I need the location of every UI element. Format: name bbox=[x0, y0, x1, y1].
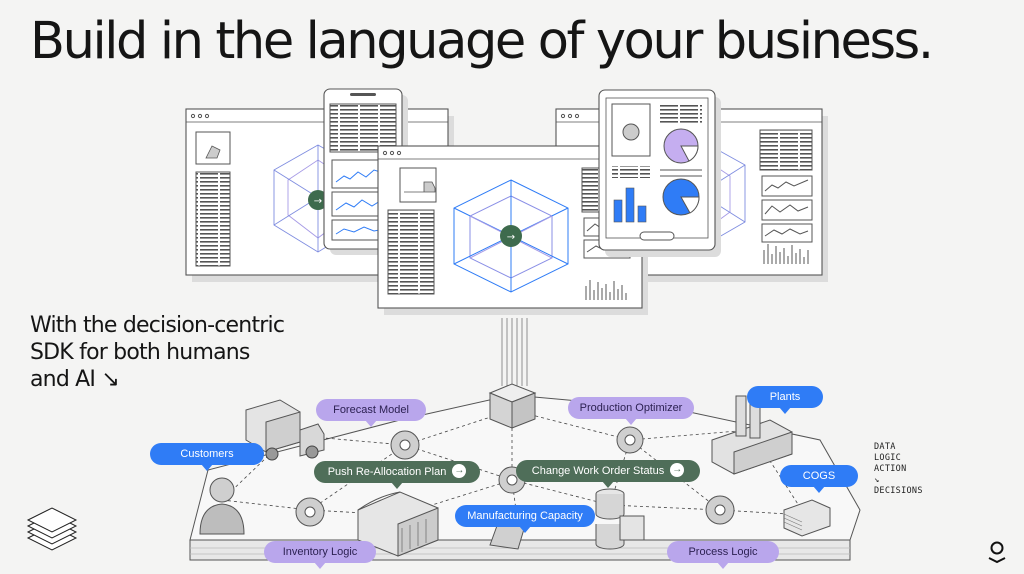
factory-plant-icon bbox=[711, 395, 793, 475]
legend: DATA LOGIC ACTION ↘ DECISIONS bbox=[874, 442, 923, 497]
arrow-right-icon: → bbox=[670, 463, 685, 478]
tag-label: Customers bbox=[180, 448, 234, 460]
tag-push-reallocation-plan[interactable]: Push Re-Allocation Plan → bbox=[314, 461, 480, 489]
tag-process-logic[interactable]: Process Logic bbox=[667, 541, 779, 569]
connector-lines bbox=[501, 318, 528, 386]
palantir-mark-icon bbox=[988, 541, 1006, 564]
subheadline: With the decision-centric SDK for both h… bbox=[30, 312, 330, 393]
tag-label: Manufacturing Capacity bbox=[467, 510, 583, 522]
svg-text:→: → bbox=[314, 196, 322, 207]
tag-customers[interactable]: Customers bbox=[150, 443, 264, 471]
tag-label: Process Logic bbox=[688, 546, 758, 558]
robot-arm-icon bbox=[205, 145, 221, 159]
tag-label: Production Optimizer bbox=[579, 402, 683, 414]
tag-manufacturing-capacity[interactable]: Manufacturing Capacity bbox=[455, 505, 595, 533]
tag-label: Push Re-Allocation Plan bbox=[327, 466, 447, 478]
tag-plants[interactable]: Plants bbox=[747, 386, 823, 414]
tag-label: COGS bbox=[802, 470, 836, 482]
legend-arrow-icon: ↘ bbox=[874, 475, 880, 485]
page-headline: Build in the language of your business. bbox=[30, 12, 934, 71]
tag-cogs[interactable]: COGS bbox=[780, 465, 858, 493]
cash-stack-icon bbox=[783, 499, 831, 537]
legend-item: ACTION bbox=[874, 464, 907, 474]
svg-text:→: → bbox=[507, 232, 515, 243]
legend-item: LOGIC bbox=[874, 453, 902, 463]
truck-icon bbox=[404, 181, 436, 193]
tag-label: Forecast Model bbox=[333, 404, 409, 416]
tag-label: Change Work Order Status bbox=[531, 465, 665, 477]
warehouse-icon bbox=[357, 491, 439, 557]
tablet-device bbox=[598, 89, 721, 257]
tag-label: Plants bbox=[769, 391, 801, 403]
tag-inventory-logic[interactable]: Inventory Logic bbox=[264, 541, 376, 569]
stacked-layers-logo-icon bbox=[26, 507, 78, 551]
legend-item: DECISIONS bbox=[874, 486, 923, 496]
tag-label: Inventory Logic bbox=[282, 546, 358, 558]
cardboard-box-icon bbox=[488, 383, 537, 429]
database-cylinder-icon bbox=[595, 488, 645, 550]
tag-forecast-model[interactable]: Forecast Model bbox=[316, 399, 426, 427]
arrow-right-icon: → bbox=[452, 464, 467, 479]
arrow-right-icon bbox=[308, 190, 328, 210]
subheadline-line: and AI ↘ bbox=[30, 367, 120, 392]
subheadline-line: With the decision-centric bbox=[30, 313, 285, 338]
delivery-truck-icon bbox=[245, 399, 325, 461]
subheadline-line: SDK for both humans bbox=[30, 340, 250, 365]
customer-person-icon bbox=[199, 477, 245, 535]
tag-change-work-order-status[interactable]: Change Work Order Status → bbox=[516, 460, 700, 488]
gear-icon bbox=[622, 123, 640, 141]
gear-icon bbox=[295, 426, 735, 527]
legend-item: DATA bbox=[874, 442, 896, 452]
arrow-right-icon bbox=[500, 225, 522, 247]
tag-production-optimizer[interactable]: Production Optimizer bbox=[568, 397, 694, 425]
